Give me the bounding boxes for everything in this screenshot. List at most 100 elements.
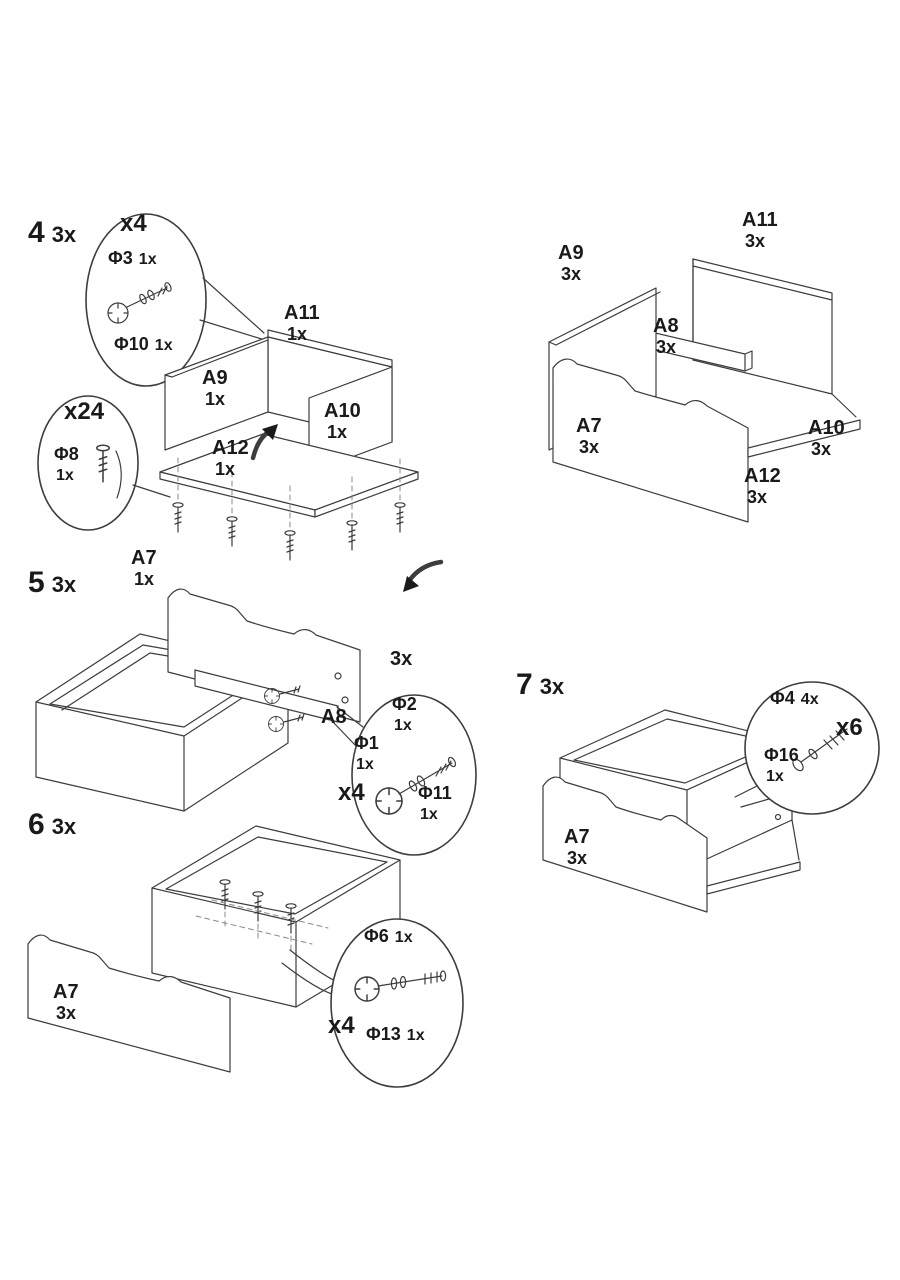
hardware-qty-label: x6 (836, 714, 863, 741)
hardware-name: Φ1 (354, 733, 379, 753)
part-qty: 3x (747, 486, 768, 507)
step4-drawing (37, 213, 419, 561)
assembled-drawer-drawing (548, 258, 861, 523)
hardware-qty: 1x (394, 929, 413, 946)
hardware-qty: 1x (394, 716, 412, 734)
step-number: 7 (516, 668, 533, 701)
part-name: A7 (53, 981, 79, 1003)
part-qty: 3x (561, 263, 582, 284)
part-name: A7 (576, 415, 602, 437)
part-qty: 1x (215, 458, 236, 479)
part-qty: 1x (327, 421, 348, 442)
hardware-qty: 1x (356, 755, 374, 773)
hardware-item-phi6: Φ6 1x (364, 926, 413, 947)
hardware-qty: 1x (154, 337, 173, 354)
step6-drawing (27, 825, 464, 1088)
hardware-qty: 1x (406, 1027, 425, 1044)
step-number: 4 (28, 216, 45, 249)
step-repeat-count: 3x (539, 674, 565, 699)
hardware-name: Φ6 (364, 926, 389, 946)
part-qty: 1x (287, 323, 308, 344)
hardware-name: Φ13 (366, 1024, 401, 1044)
hardware-name: Φ8 (54, 444, 79, 464)
rotate-arrow-icon (406, 559, 444, 584)
part-qty: 3x (656, 336, 677, 357)
screw-icon (226, 516, 238, 547)
hardware-name: Φ3 (108, 248, 133, 268)
hardware-qty: 1x (420, 805, 438, 823)
part-qty: 3x (579, 436, 600, 457)
part-name: A7 (131, 547, 157, 569)
part-name: A10 (808, 417, 845, 439)
hardware-item-phi10: Φ10 1x (114, 334, 173, 355)
part-name: A9 (558, 242, 584, 264)
part-name: A7 (564, 826, 590, 848)
step7-callout-bubble (744, 681, 880, 815)
part-name: A8 (653, 315, 679, 337)
part-name: A12 (212, 437, 249, 459)
step-number: 5 (28, 566, 45, 599)
step7-drawing (542, 681, 880, 913)
assembly-panel-a7 (552, 358, 749, 523)
hardware-qty-label: x4 (328, 1012, 355, 1039)
screw-icon (346, 520, 358, 551)
hardware-qty-label: x4 (120, 210, 147, 237)
part-name: A9 (202, 367, 228, 389)
step5-panel-a7 (167, 588, 361, 723)
part-qty: 3x (567, 847, 588, 868)
step4-screw-callout-bubble (37, 395, 139, 531)
hardware-name: Φ10 (114, 334, 149, 354)
assembly-panel-a12 (747, 419, 861, 458)
hardware-qty: 4x (800, 691, 819, 708)
part-name: A12 (744, 465, 781, 487)
part-qty: 1x (205, 388, 226, 409)
part-qty: 3x (811, 438, 832, 459)
hardware-qty: 1x (56, 466, 74, 484)
step-number: 6 (28, 808, 45, 841)
step5-drawing (35, 559, 477, 856)
hardware-item-phi4: Φ4 4x (770, 688, 819, 709)
screw-icon (394, 502, 406, 533)
hardware-name: Φ4 (770, 688, 795, 708)
step-repeat-count: 3x (51, 572, 77, 597)
step6-panel-a7 (27, 934, 231, 1073)
hardware-name: Φ2 (392, 694, 417, 714)
part-name: A11 (742, 209, 778, 231)
hardware-qty: 1x (138, 251, 157, 268)
step-repeat-count: 3x (51, 222, 77, 247)
hardware-name: Φ16 (764, 745, 799, 765)
screw-icon (284, 530, 296, 561)
hardware-qty-label: x24 (64, 398, 105, 425)
part-qty: 3x (745, 230, 766, 251)
screw-icon (172, 502, 184, 533)
part-name: A10 (324, 400, 361, 422)
hardware-item-phi3: Φ3 1x (108, 248, 157, 269)
step5-callout-bubble (351, 694, 477, 856)
hardware-qty-label: x4 (338, 779, 365, 806)
hardware-item-phi13: Φ13 1x (366, 1024, 425, 1045)
part-name: A8 (321, 706, 347, 728)
hardware-qty: 1x (766, 767, 784, 785)
step6-callout-bubble (330, 918, 464, 1088)
